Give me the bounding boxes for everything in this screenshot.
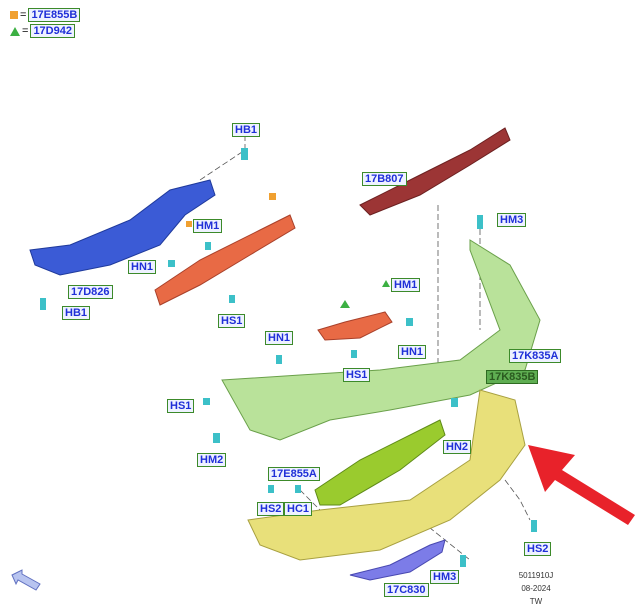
orange-square-icon: [10, 11, 18, 19]
part-label[interactable]: HS1: [218, 314, 246, 328]
legend-part-label[interactable]: 17D942: [30, 24, 75, 38]
view-arrow-icon: [11, 569, 41, 591]
bumper-lower-17k835b: [247, 389, 526, 561]
part-label[interactable]: 17C830: [384, 583, 429, 597]
part-label-selected[interactable]: 17K835B: [486, 370, 539, 384]
bracket-17e855b: [154, 214, 296, 306]
part-label[interactable]: HS1: [343, 368, 371, 382]
part-label[interactable]: HB1: [62, 306, 91, 320]
legend-eq: =: [22, 25, 29, 37]
part-label[interactable]: HC1: [284, 502, 313, 516]
part-label[interactable]: HB1: [232, 123, 261, 137]
legend-part-label[interactable]: 17E855B: [28, 8, 81, 22]
part-label[interactable]: HM1: [193, 219, 223, 233]
part-label[interactable]: 17B807: [362, 172, 407, 186]
direction-arrow-icon: [528, 445, 635, 525]
part-label[interactable]: HS2: [257, 502, 285, 516]
legend-item-17e855b: =17E855B: [10, 8, 81, 22]
part-label[interactable]: 17E855A: [268, 467, 320, 481]
part-label[interactable]: HN2: [443, 440, 472, 454]
part-label[interactable]: HM2: [197, 453, 227, 467]
part-label[interactable]: HM3: [430, 570, 460, 584]
part-label[interactable]: 17D826: [68, 285, 113, 299]
bracket-17d942: [317, 311, 393, 341]
strip-17b807: [359, 127, 511, 216]
trim-17c830: [349, 539, 446, 581]
green-triangle-icon: [10, 26, 20, 36]
part-label[interactable]: HN1: [265, 331, 294, 345]
diagram-region: TW: [529, 597, 543, 606]
legend-item-17d942: =17D942: [10, 24, 75, 38]
diagram-code: 5011910J: [518, 571, 554, 580]
part-label[interactable]: 17K835A: [509, 349, 562, 363]
bumper-cover-17k835a: [221, 239, 541, 441]
part-label[interactable]: HN1: [128, 260, 157, 274]
tow-bar-part: [29, 179, 216, 276]
legend-eq: =: [20, 9, 27, 21]
part-label[interactable]: HS1: [167, 399, 195, 413]
fasteners: [40, 148, 537, 567]
absorber-17e855a: [314, 419, 446, 506]
part-label[interactable]: HM3: [497, 213, 527, 227]
part-label[interactable]: HS2: [524, 542, 552, 556]
diagram-date: 08-2024: [521, 584, 551, 593]
part-label[interactable]: HN1: [398, 345, 427, 359]
part-label[interactable]: HM1: [391, 278, 421, 292]
